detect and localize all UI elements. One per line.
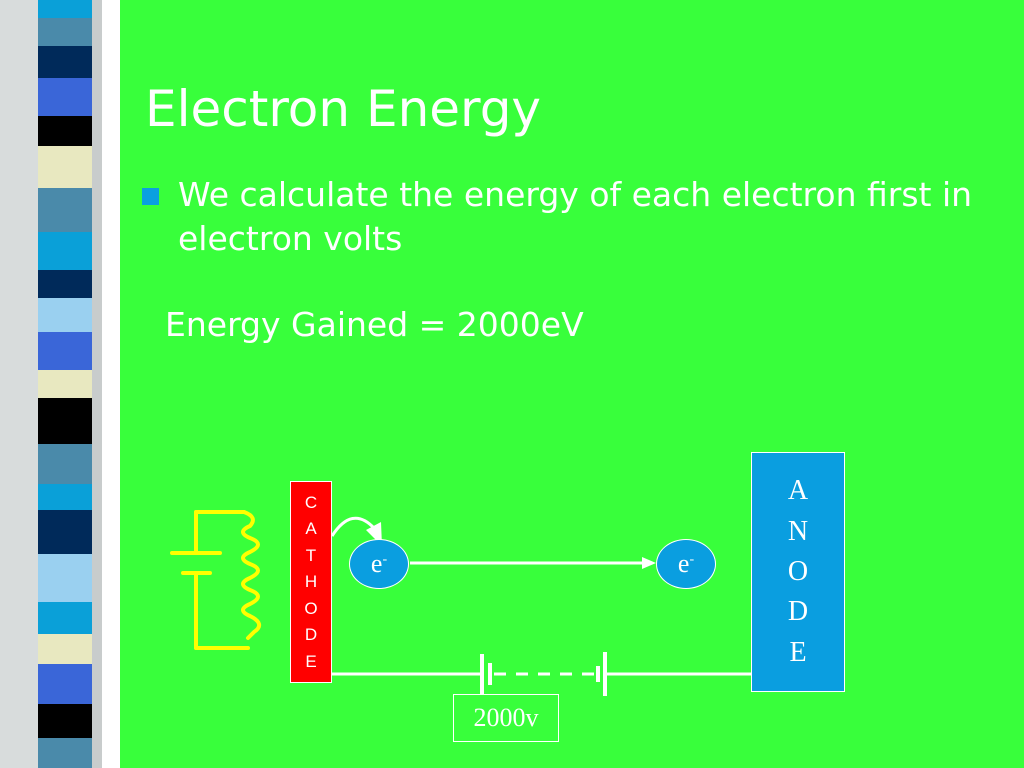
- emission-arrow: [330, 516, 376, 537]
- anode-letter: D: [787, 596, 809, 628]
- cathode-letter: H: [304, 572, 318, 591]
- bullet-text: We calculate the energy of each electron…: [178, 175, 973, 258]
- supply-circuit: [332, 652, 751, 696]
- electron-charge: -: [382, 552, 388, 567]
- heater-circuit: [170, 510, 262, 650]
- anode-letter: A: [787, 475, 809, 507]
- cathode-letter: T: [305, 545, 317, 565]
- cathode-letter: C: [304, 492, 318, 512]
- anode-letter: E: [789, 636, 807, 668]
- anode-letter: N: [787, 515, 809, 547]
- decorative-stripe: [0, 0, 120, 768]
- slide-title: Electron Energy: [145, 80, 542, 138]
- anode-plate: A N O D E: [751, 452, 845, 692]
- cathode-letter: A: [305, 519, 317, 538]
- bullet-marker: [142, 188, 159, 205]
- voltage-label: 2000v: [453, 694, 559, 742]
- electron-symbol: e: [677, 549, 690, 578]
- electron-path-arrowhead: [642, 557, 656, 569]
- electron-charge: -: [689, 552, 695, 567]
- cathode-letter: E: [305, 651, 317, 671]
- cathode-plate: C A T H O D E: [290, 481, 332, 683]
- cathode-letter: D: [304, 625, 318, 644]
- electron-symbol: e: [370, 549, 383, 578]
- cathode-letter: O: [304, 598, 318, 618]
- electron-at-cathode: e-: [349, 539, 409, 589]
- electron-at-anode: e-: [656, 539, 716, 589]
- anode-letter: O: [787, 555, 809, 587]
- energy-statement: Energy Gained = 2000eV: [165, 305, 584, 344]
